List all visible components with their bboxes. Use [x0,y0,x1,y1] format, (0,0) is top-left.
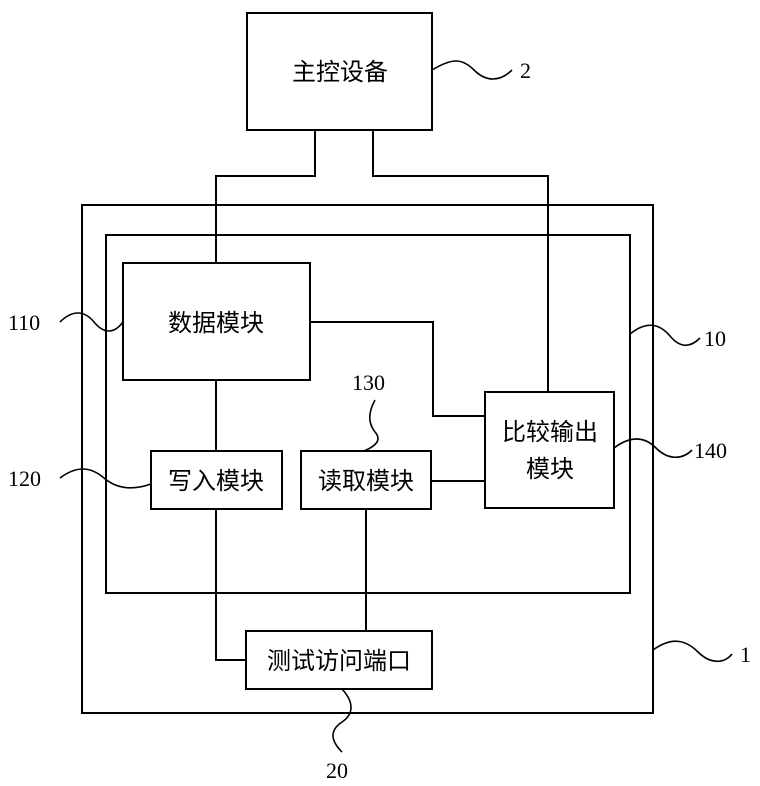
write-module-label: 写入模块 [168,467,264,495]
ref-chip: 1 [740,642,751,667]
ref-read-module: 130 [352,370,385,395]
compare-output-block: 比较输出 模块 [484,391,615,509]
data-module-block: 数据模块 [122,262,311,381]
master-device-block: 主控设备 [246,12,433,131]
ref-compare-output: 140 [694,438,727,463]
compare-output-label-line2: 模块 [526,455,574,483]
compare-output-label-line1: 比较输出 [502,418,598,446]
read-module-block: 读取模块 [300,450,432,510]
ref-circuit: 10 [704,326,726,351]
leader-140 [613,438,693,459]
circuit-frame [105,234,631,594]
ref-write-module: 120 [8,466,41,491]
leader-10 [629,324,701,347]
wire-data-to-compare [310,321,485,417]
chip-frame [81,204,654,714]
ref-test-access-port: 20 [326,758,348,783]
read-module-label: 读取模块 [318,467,414,495]
ref-master-device: 2 [520,58,531,83]
data-module-label: 数据模块 [168,309,264,337]
write-module-block: 写入模块 [150,450,283,510]
leader-130 [363,399,379,452]
leader-1 [652,640,733,663]
leader-120 [59,468,152,489]
leader-2 [431,60,513,80]
test-access-port-block: 测试访问端口 [245,630,433,690]
wire-master-to-data [215,130,316,263]
wire-master-to-compare [372,130,549,392]
wire-write-to-port [215,509,246,661]
leader-110 [59,312,124,332]
connection-wires [215,130,549,661]
ref-data-module: 110 [8,310,40,335]
master-device-label: 主控设备 [292,58,388,86]
test-access-port-label: 测试访问端口 [267,647,411,675]
leader-lines [59,60,733,753]
leader-20 [332,688,352,753]
